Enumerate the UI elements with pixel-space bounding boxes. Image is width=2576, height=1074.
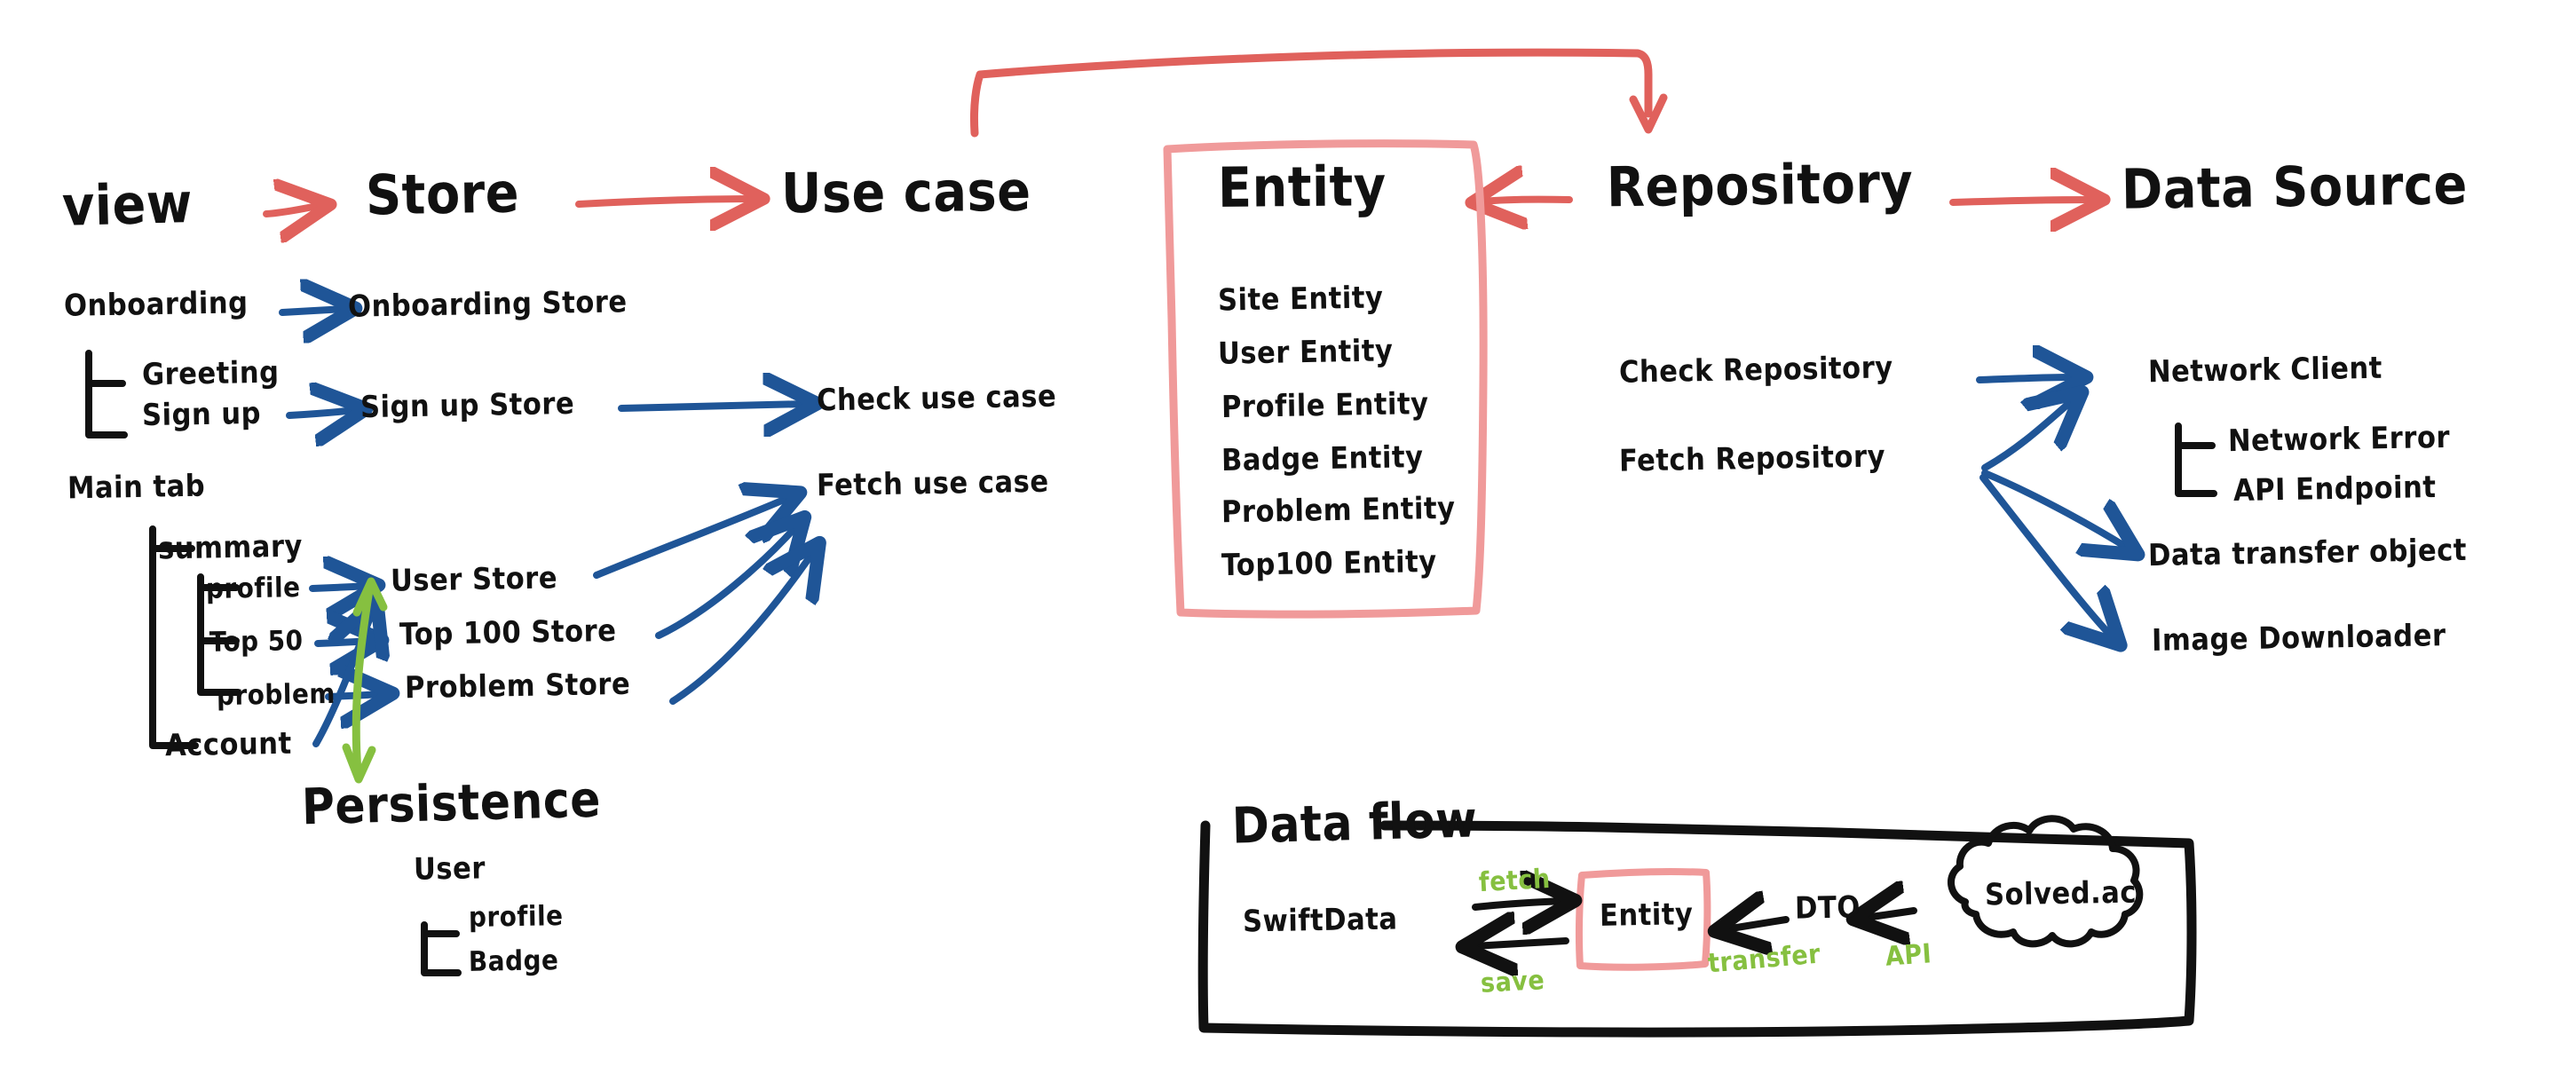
tree-item-account: Account xyxy=(164,725,292,764)
tree-item-greeting: Greeting xyxy=(141,354,280,393)
blue-arrow-onboarding-to-store xyxy=(279,309,344,312)
dataflow-label-api: API xyxy=(1884,938,1933,973)
entity-item-badge: Badge Entity xyxy=(1221,439,1424,478)
dataflow-arrow-api xyxy=(1864,911,1917,918)
repository-item-fetch: Fetch Repository xyxy=(1618,438,1886,479)
persistence-item-user: User xyxy=(413,850,486,888)
dataflow-label-fetch: fetch xyxy=(1478,863,1552,899)
blue-arrow-userstore-to-fetch xyxy=(593,497,790,579)
heading-persistence: Persistence xyxy=(301,770,602,837)
red-arrow-store-to-usecase xyxy=(575,199,753,204)
dataflow-arrow-save xyxy=(1474,941,1569,946)
blue-arrow-top100store-to-fetch xyxy=(655,525,797,639)
heading-view: view xyxy=(61,170,194,239)
dataflow-node-dto: DTO xyxy=(1794,889,1861,927)
usecase-item-fetch: Fetch use case xyxy=(816,463,1049,504)
datasource-item-api-endpoint: API Endpoint xyxy=(2232,470,2437,509)
heading-use-case: Use case xyxy=(780,158,1031,226)
tree-bracket-networkclient xyxy=(2175,422,2217,497)
entity-item-profile: Profile Entity xyxy=(1221,385,1429,426)
entity-item-user: User Entity xyxy=(1217,333,1394,372)
dataflow-label-save: save xyxy=(1480,965,1546,999)
blue-arrow-diagonal-up-to-userstore xyxy=(312,611,373,747)
tree-item-sign-up: Sign up xyxy=(141,395,262,434)
dataflow-arrow-transfer xyxy=(1726,920,1790,929)
tree-item-problem: problem xyxy=(216,677,336,713)
datasource-item-network-error: Network Error xyxy=(2227,419,2451,460)
tree-item-top50: Top 50 xyxy=(209,625,304,659)
tree-bracket-persistence xyxy=(421,921,462,976)
heading-store: Store xyxy=(365,160,520,228)
store-item-signup-store: Sign up Store xyxy=(360,385,575,426)
dataflow-node-entity: Entity xyxy=(1599,896,1694,934)
datasource-item-dto: Data transfer object xyxy=(2147,532,2468,574)
entity-item-top100: Top100 Entity xyxy=(1221,543,1437,584)
heading-entity: Entity xyxy=(1217,154,1387,220)
blue-arrow-problem-to-problemstore xyxy=(325,694,382,697)
blue-arrow-fetchrepo-to-dto xyxy=(1981,470,2129,549)
tree-item-main-tab: Main tab xyxy=(67,468,206,507)
red-arrow-repository-to-datasource xyxy=(1949,200,2093,202)
dataflow-node-swiftdata: SwiftData xyxy=(1242,901,1398,940)
entity-item-problem: Problem Entity xyxy=(1221,490,1456,531)
dataflow-arrow-fetch xyxy=(1472,901,1564,907)
blue-arrow-checkrepo-to-networkclient xyxy=(1976,377,2075,380)
repository-item-check: Check Repository xyxy=(1618,350,1893,391)
red-arrow-view-to-store xyxy=(263,206,320,214)
store-item-problem-store: Problem Store xyxy=(404,666,631,707)
store-item-user-store: User Store xyxy=(390,560,558,599)
datasource-item-image-downloader: Image Downloader xyxy=(2151,618,2446,659)
blue-arrow-top50-to-top100store xyxy=(314,641,371,644)
blue-arrow-problemstore-to-fetch xyxy=(669,552,813,705)
blue-arrow-fetchrepo-to-networkclient xyxy=(1981,399,2074,471)
dataflow-node-cloud-solvedac: Solved.ac xyxy=(1984,874,2137,913)
red-arrow-repository-to-entity xyxy=(1482,200,1573,201)
heading-data-flow: Data flow xyxy=(1231,791,1479,856)
tree-bracket-onboarding xyxy=(85,350,128,438)
blue-arrow-signupstore-to-checkusecase xyxy=(618,404,806,408)
datasource-item-network-client: Network Client xyxy=(2147,350,2383,391)
tree-item-onboarding: Onboarding xyxy=(63,285,249,324)
persistence-item-badge: Badge xyxy=(468,944,559,978)
usecase-item-check: Check use case xyxy=(816,378,1057,419)
store-item-top100-store: Top 100 Store xyxy=(399,612,617,653)
dataflow-label-transfer: transfer xyxy=(1706,938,1822,980)
red-arrow-usecase-to-repository xyxy=(969,48,1653,138)
persistence-item-profile: profile xyxy=(468,900,564,934)
entity-item-site: Site Entity xyxy=(1217,280,1384,319)
heading-data-source: Data Source xyxy=(2121,152,2469,222)
tree-item-summary: summary xyxy=(157,528,304,567)
tree-item-profile: profile xyxy=(205,572,301,605)
blue-arrow-profile-to-userstore xyxy=(309,586,367,588)
blue-arrow-fetchrepo-to-imagedownloader xyxy=(1979,474,2113,637)
green-arrow-store-persistence-bidir xyxy=(352,586,374,777)
heading-repository: Repository xyxy=(1606,150,1914,220)
blue-arrow-signup-to-store xyxy=(286,410,355,415)
store-item-onboarding-store: Onboarding Store xyxy=(347,284,628,325)
